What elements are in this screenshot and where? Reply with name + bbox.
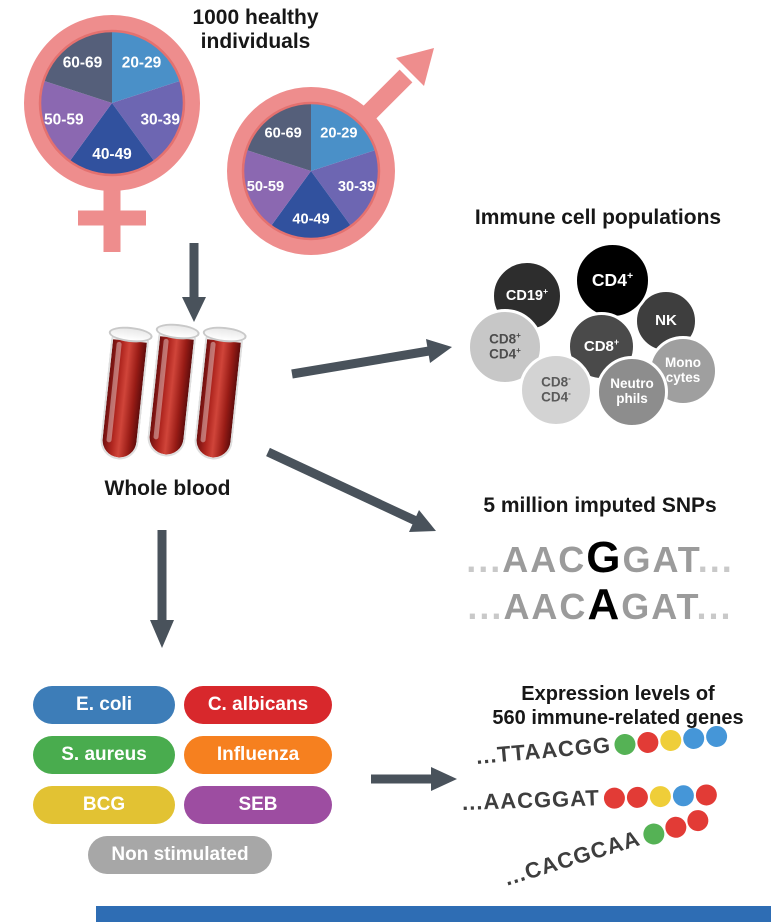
- snps-title: 5 million imputed SNPs: [483, 494, 717, 517]
- bead-yellow: [649, 785, 672, 807]
- cell-cd4-label: CD4+: [591, 270, 634, 291]
- expression-title-line2: 560 immune-related genes: [492, 707, 744, 729]
- pie-slice-20-29: [112, 31, 181, 104]
- stimulus-label: E. coli: [76, 694, 132, 715]
- snp-variant-allele: G: [586, 533, 623, 582]
- expression-title: Expression levels of 560 immune-related …: [458, 682, 771, 730]
- snp-variant-allele: A: [587, 580, 622, 629]
- pie-label-40-49: 40-49: [92, 146, 132, 163]
- snp-sequence-2: ...AACAGAT...: [467, 580, 733, 629]
- pie-rim: [241, 101, 381, 241]
- stimulus-pill-nonstimulated: Non stimulated: [88, 836, 272, 874]
- footer-bar: [96, 906, 771, 922]
- pie-label-60-69: 60-69: [264, 125, 301, 141]
- whole-blood-label: Whole blood: [104, 477, 231, 500]
- cell-cd8-label: CD8+: [583, 336, 620, 355]
- pie-slice-30-39: [112, 80, 184, 162]
- stimulus-label: Influenza: [216, 744, 300, 765]
- stimulus-pill-influenza: Influenza: [184, 736, 332, 774]
- cohort-title-line2: individuals: [200, 30, 311, 53]
- bead-red: [695, 783, 718, 806]
- snp-sequence-1: ...AACGGAT...: [466, 533, 734, 582]
- cell-cd8neg-cd4neg-label: CD8- CD4-: [541, 373, 571, 405]
- bead-red: [626, 786, 649, 808]
- pie-slice-60-69: [43, 31, 113, 104]
- bead-red: [636, 730, 660, 754]
- expression-title-line1: Expression levels of: [521, 683, 715, 705]
- pie-label-60-69: 60-69: [63, 54, 103, 71]
- stimulus-pill-seb: SEB: [184, 786, 332, 824]
- stimulus-pill-ecoli: E. coli: [33, 686, 175, 724]
- cell-nk-label: NK: [655, 311, 677, 329]
- pie-label-20-29: 20-29: [320, 125, 357, 141]
- immune-populations-title: Immune cell populations: [474, 206, 722, 229]
- pie-label-50-59: 50-59: [44, 111, 84, 128]
- arrow-stimuli-to-expression: [371, 767, 457, 791]
- bead-green: [640, 820, 667, 847]
- cell-cd4: CD4+: [574, 242, 651, 319]
- bead-blue: [682, 726, 706, 750]
- male-arrow-head: [396, 48, 434, 86]
- female-age-pie: 20-29 30-39 40-49 50-59 60-69: [40, 31, 184, 176]
- cell-monocytes-label: Mono cytes: [665, 355, 701, 385]
- bead-yellow: [659, 728, 683, 752]
- stimulus-label: SEB: [238, 794, 278, 815]
- bead-red: [603, 786, 626, 809]
- arrow-blood-to-cells: [291, 339, 452, 379]
- pie-label-40-49: 40-49: [292, 212, 329, 228]
- male-symbol-icon: 20-29 30-39 40-49 50-59 60-69: [227, 48, 434, 255]
- male-age-pie: 20-29 30-39 40-49 50-59 60-69: [243, 103, 379, 240]
- cell-cd19-label: CD19+: [505, 286, 549, 305]
- pie-label-30-39: 30-39: [338, 179, 375, 195]
- arrow-cohort-to-blood: [182, 243, 206, 322]
- arrow-blood-to-stimuli: [150, 530, 174, 648]
- cohort-title: 1000 healthy individuals: [168, 6, 343, 54]
- bead-blue: [672, 784, 695, 807]
- female-symbol-icon: 20-29 30-39 40-49 50-59 60-69: [24, 15, 200, 252]
- strand-sequence: ...AACGGAT: [461, 785, 601, 815]
- cell-neutrophils: Neutro phils: [596, 356, 668, 428]
- cell-neutrophils-label: Neutro phils: [610, 376, 654, 406]
- stimulus-pill-saureus: S. aureus: [33, 736, 175, 774]
- tube-blood: [100, 339, 147, 460]
- bead-blue: [705, 724, 729, 748]
- pie-slice-20-29: [311, 103, 376, 171]
- pie-label-50-59: 50-59: [247, 179, 284, 195]
- pie-slice-40-49: [69, 103, 155, 176]
- bead-red: [662, 813, 689, 840]
- pie-rim: [38, 29, 186, 177]
- pie-slice-30-39: [311, 149, 379, 227]
- pie-label-30-39: 30-39: [140, 111, 180, 128]
- pie-label-20-29: 20-29: [122, 54, 162, 71]
- pie-slice-40-49: [271, 171, 351, 240]
- stimulus-label: C. albicans: [207, 694, 309, 715]
- cell-cd8pos-cd4pos-label: CD8+ CD4+: [489, 330, 521, 362]
- snp-sequences: ...AACGGAT... ...AACAGAT...: [430, 535, 770, 629]
- bead-green: [614, 732, 637, 756]
- stimulus-pill-bcg: BCG: [33, 786, 175, 824]
- tube-blood: [147, 336, 194, 457]
- stimulus-label: Non stimulated: [111, 844, 249, 865]
- stimulus-label: BCG: [82, 794, 126, 815]
- cohort-title-line1: 1000 healthy: [192, 6, 319, 29]
- pie-slice-50-59: [40, 80, 113, 162]
- tube-blood: [194, 339, 241, 460]
- arrow-blood-to-snps: [266, 447, 436, 532]
- pie-slice-60-69: [246, 103, 311, 171]
- stimulus-label: S. aureus: [61, 744, 147, 765]
- cell-cd8neg-cd4neg: CD8- CD4-: [519, 353, 593, 427]
- pie-slice-50-59: [243, 149, 311, 227]
- stimulus-pill-calbicans: C. albicans: [184, 686, 332, 724]
